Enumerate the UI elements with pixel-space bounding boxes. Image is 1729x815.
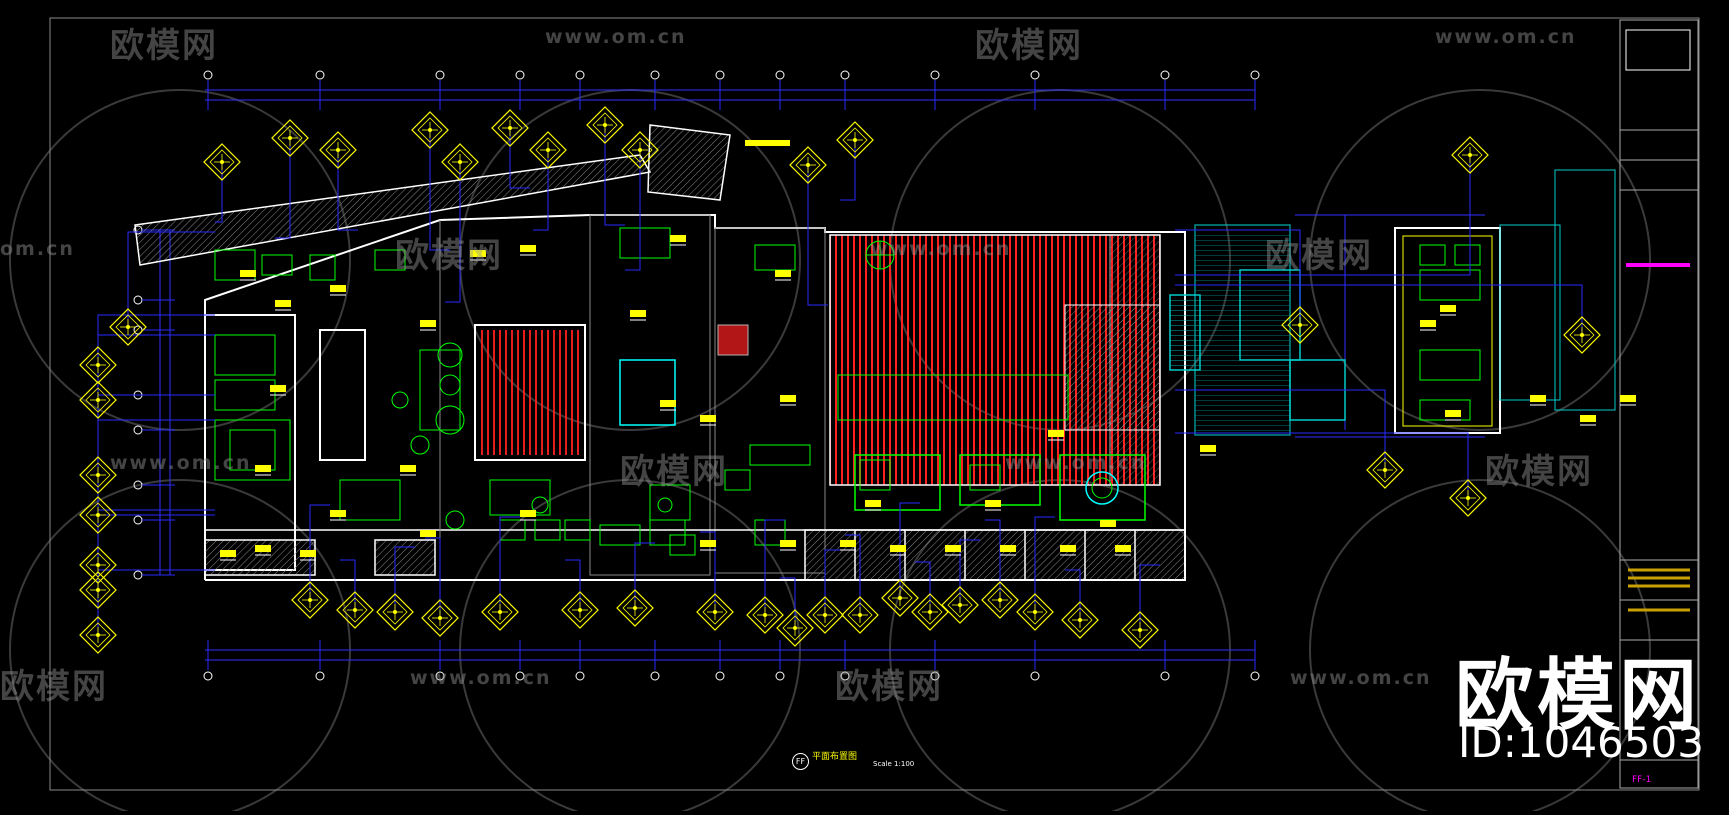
carpet-hall: [478, 234, 1161, 486]
connecting-bridge: [1169, 224, 1346, 436]
brand-logo-text: 欧模网: [1455, 651, 1702, 741]
room-tags: [220, 235, 1636, 561]
furniture-layer: [214, 227, 1481, 556]
sheet-symbol: FF: [792, 753, 809, 770]
sheet-number: FF-1: [1632, 775, 1652, 785]
drawing-caption: 平面布置图: [812, 752, 858, 762]
model-id: ID:1046503: [1458, 718, 1704, 767]
axis-grid-markers: [133, 70, 1260, 681]
dimension-lines: [159, 89, 1485, 661]
leader-lines: [97, 125, 1583, 635]
roof-canopy: [134, 124, 790, 266]
lighting-tags: [79, 106, 1601, 654]
sheet-frame: [49, 17, 1700, 791]
drawing-scale: Scale 1:100: [873, 760, 915, 768]
